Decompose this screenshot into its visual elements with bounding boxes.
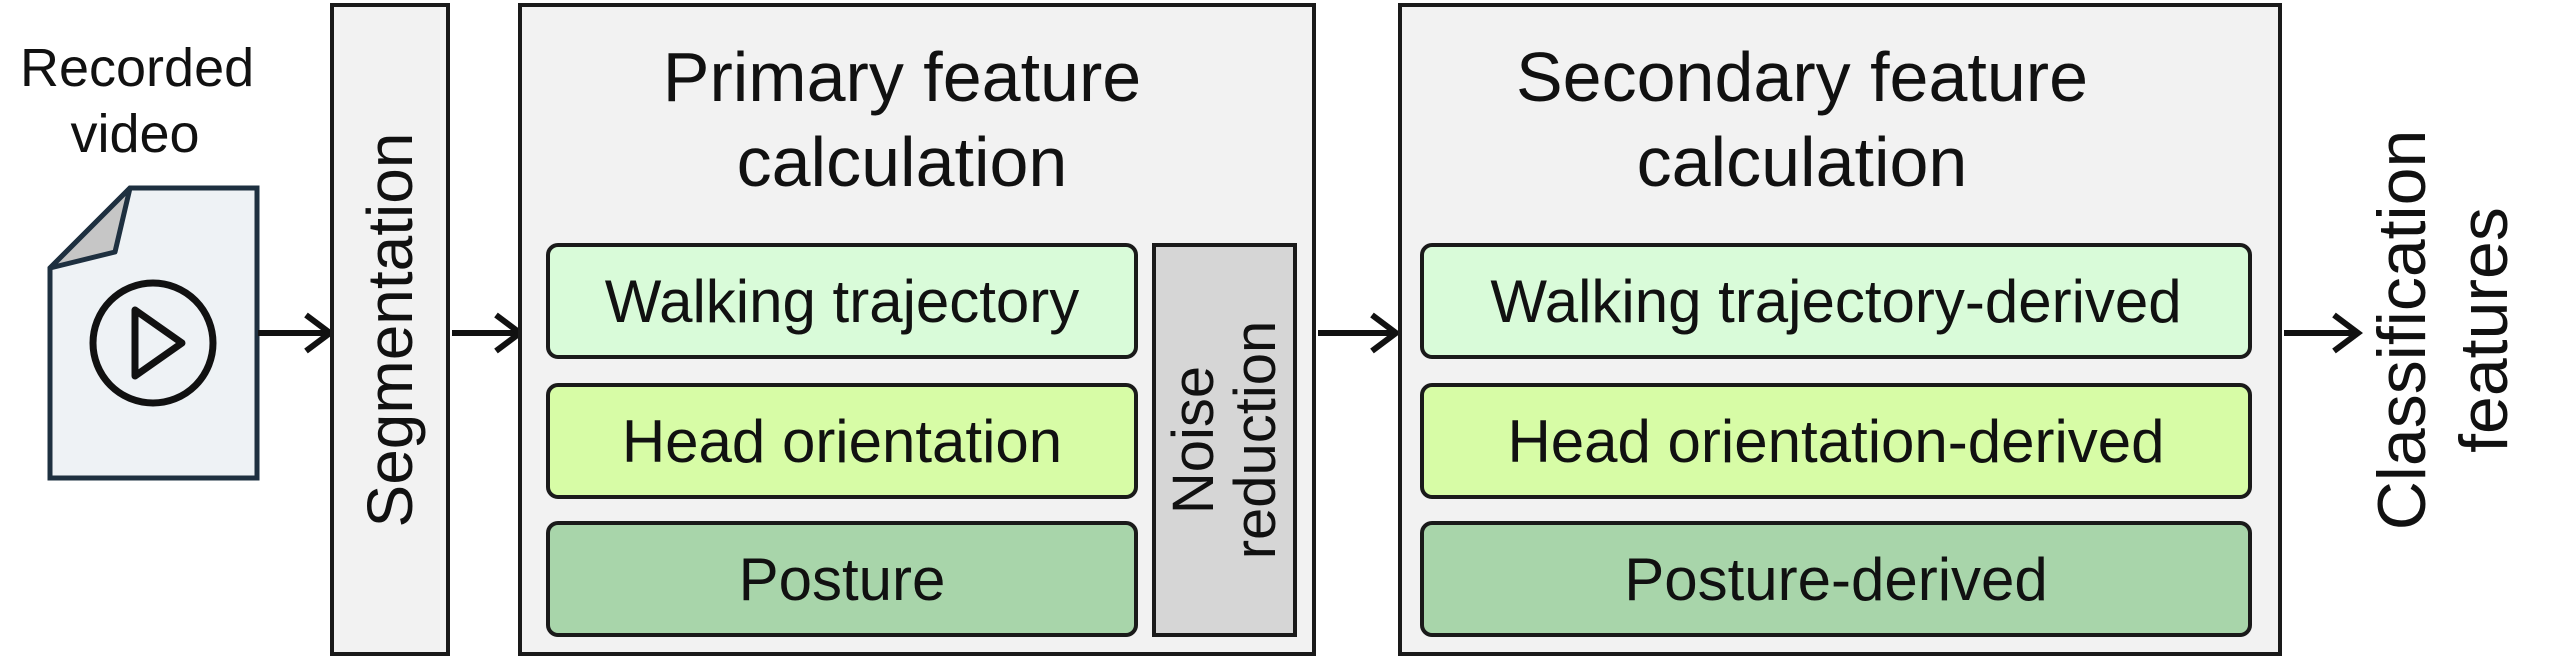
posture-derived-box: Posture-derived [1420, 521, 2252, 637]
arrow-secondary-to-output [2284, 312, 2363, 354]
arrow-video-to-segmentation [258, 312, 335, 354]
noise-line1: Noise [1160, 365, 1226, 515]
play-triangle-icon [131, 306, 186, 380]
primary-title-line2: calculation [736, 123, 1068, 201]
head-orientation-derived-label: Head orientation-derived [1507, 407, 2165, 475]
primary-title-line1: Primary feature [662, 38, 1142, 116]
head-orientation-label: Head orientation [621, 407, 1063, 475]
segmentation-box: Segmentation [330, 3, 450, 656]
head-orientation-derived-box: Head orientation-derived [1420, 383, 2252, 499]
recorded-video-line2: video [70, 104, 200, 164]
noise-reduction-box: Noise reduction [1152, 243, 1297, 637]
secondary-feature-title: Secondary feature calculation [1402, 35, 2202, 205]
recorded-video-line1: Recorded [20, 38, 255, 98]
segmentation-label: Segmentation [354, 132, 426, 527]
classification-line2: features [2445, 207, 2522, 453]
noise-line2: reduction [1222, 320, 1288, 560]
play-circle-icon [89, 279, 217, 407]
secondary-title-line2: calculation [1636, 123, 1968, 201]
walking-trajectory-derived-label: Walking trajectory-derived [1490, 267, 2182, 335]
posture-box: Posture [546, 521, 1138, 637]
classification-features-label: Classification features [2345, 20, 2540, 640]
posture-label: Posture [738, 545, 946, 613]
walking-trajectory-label: Walking trajectory [604, 267, 1080, 335]
secondary-title-line1: Secondary feature [1515, 38, 2089, 116]
posture-derived-label: Posture-derived [1624, 545, 2048, 613]
walking-trajectory-derived-box: Walking trajectory-derived [1420, 243, 2252, 359]
arrow-primary-to-secondary [1318, 312, 1401, 354]
walking-trajectory-box: Walking trajectory [546, 243, 1138, 359]
primary-feature-title: Primary feature calculation [522, 35, 1282, 205]
recorded-video-label: Recorded video [20, 35, 255, 167]
classification-line1: Classification [2363, 129, 2440, 531]
video-file-icon [47, 185, 260, 481]
noise-reduction-label: Noise reduction [1160, 320, 1288, 560]
head-orientation-box: Head orientation [546, 383, 1138, 499]
